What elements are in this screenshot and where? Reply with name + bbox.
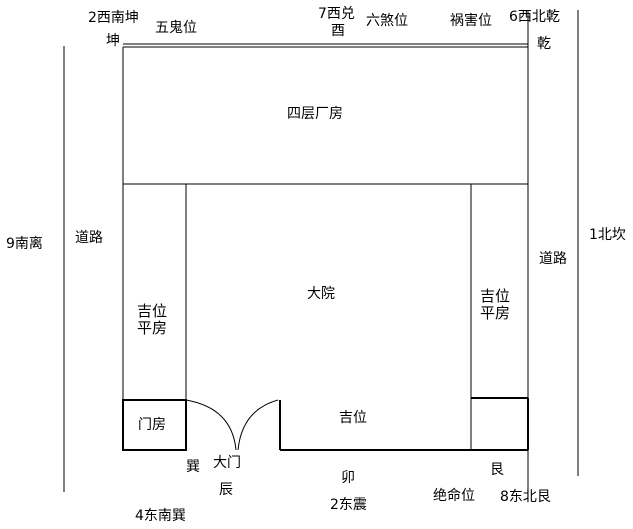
label-guardhouse: 门房 — [138, 417, 166, 433]
right-house-line2: 平房 — [480, 304, 511, 322]
label-south-li: 9南离 — [6, 236, 43, 252]
label-huohai-position: 祸害位 — [450, 13, 492, 29]
gate-left-door-arc — [185, 399, 237, 451]
left-house-line1: 吉位 — [137, 302, 168, 320]
label-east-zhen: 2东震 — [330, 497, 367, 513]
label-you: 酉 — [331, 23, 345, 39]
label-liusha-position: 六煞位 — [366, 13, 408, 29]
label-qian: 乾 — [537, 36, 551, 52]
left-house-label: 吉位 平房 — [137, 303, 167, 337]
gate-right-door-arc — [237, 399, 279, 451]
label-road-left: 道路 — [75, 230, 103, 246]
label-road-right: 道路 — [539, 251, 567, 267]
label-wugui-position: 五鬼位 — [155, 20, 197, 36]
label-jueming-position: 绝命位 — [433, 488, 475, 504]
label-kun: 坤 — [106, 33, 120, 49]
label-northeast-gen: 8东北艮 — [500, 489, 551, 505]
label-chen: 辰 — [219, 482, 233, 498]
label-four-story-factory: 四层厂房 — [287, 106, 343, 122]
label-mao: 卯 — [341, 470, 355, 486]
label-north-kan: 1北坎 — [589, 227, 626, 243]
label-west-dui: 7西兑 — [318, 6, 355, 22]
label-auspicious-position: 吉位 — [339, 410, 367, 426]
left-house-line2: 平房 — [137, 319, 168, 337]
label-main-gate: 大门 — [213, 455, 241, 471]
label-courtyard: 大院 — [307, 286, 335, 302]
guardhouse-outline — [122, 399, 187, 451]
left-house-outline — [122, 183, 187, 401]
label-southwest-kun: 2西南坤 — [88, 10, 139, 26]
label-gen: 艮 — [490, 462, 504, 478]
label-northwest-qian: 6西北乾 — [509, 9, 560, 25]
right-house-label: 吉位 平房 — [480, 288, 510, 322]
label-xun: 巽 — [186, 459, 200, 475]
right-house-line1: 吉位 — [480, 287, 511, 305]
label-southeast-xun: 4东南巽 — [135, 508, 186, 524]
